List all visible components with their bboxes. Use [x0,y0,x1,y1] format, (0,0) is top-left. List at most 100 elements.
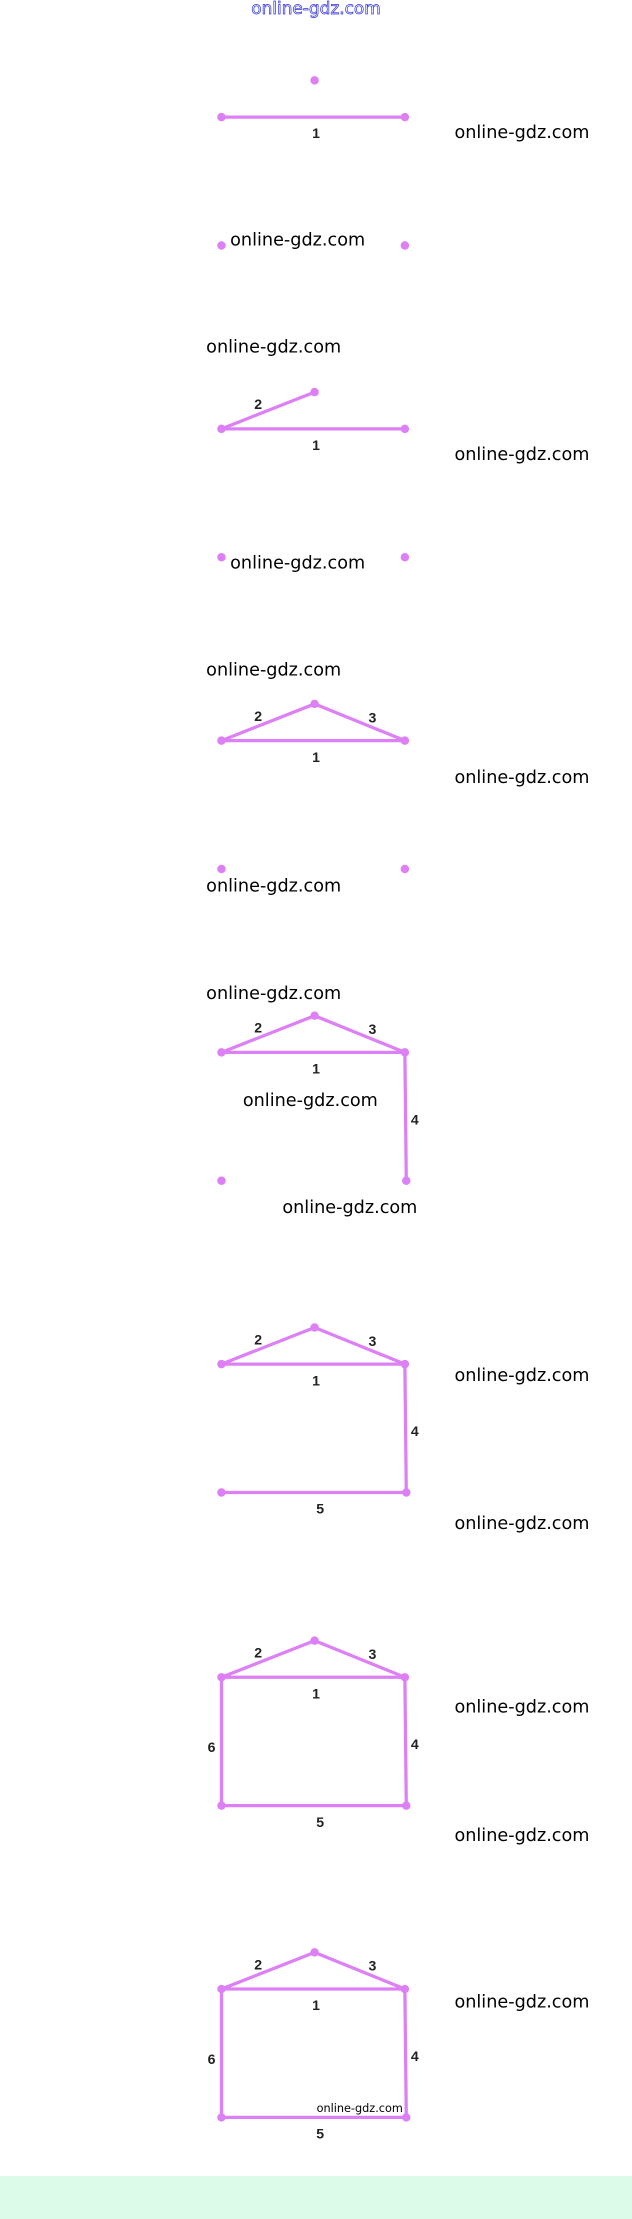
watermark-text: online-gdz.com [206,338,341,358]
point-br [402,1176,411,1185]
watermark-text: online-gdz.com [454,1992,589,2012]
point-top [310,1011,319,1020]
segment-label-3: 3 [369,709,377,725]
watermark-text: online-gdz.com [282,1198,417,1218]
segment-4 [403,1675,408,1808]
point-left [217,1048,226,1057]
watermark-text: online-gdz.com [206,877,341,897]
watermark-text: online-gdz.com [454,1826,589,1846]
point-right [400,241,410,250]
segment-2 [219,1014,317,1054]
point-br [402,1801,411,1810]
segment-label-4: 4 [411,2048,419,2064]
segment-label-2: 2 [254,1020,262,1036]
point-right [400,1984,410,1994]
point-left [217,552,226,562]
segment-label-3: 3 [369,1333,377,1349]
segment-4 [403,1987,408,2120]
segment-label-2: 2 [254,708,262,724]
point-top [310,76,319,85]
segment-label-4: 4 [411,1423,419,1439]
header-watermark: online-gdz.com [251,0,381,18]
watermark-text: online-gdz.com [230,554,365,574]
point-right [400,1359,410,1369]
watermark-text: online-gdz.com [206,984,341,1004]
diagram-step-2 [217,241,410,250]
point-right [400,112,410,122]
diagram-step-6 [217,864,410,874]
point-right [400,864,410,874]
watermark-text: online-gdz.com [454,1366,589,1386]
point-bl [217,1801,226,1810]
diagram-step-7: 1 2 3 4 [217,1011,419,1185]
watermark-text: online-gdz.com [206,661,341,681]
watermark-text: online-gdz.com [454,123,589,143]
segment-label-5: 5 [316,1501,324,1517]
point-right [400,1673,410,1682]
segment-4 [403,1050,408,1183]
segment-label-1: 1 [312,749,320,765]
watermark-text: online-gdz.com [243,1091,378,1111]
point-br [402,2113,411,2122]
segment-3 [312,1014,407,1054]
diagram-step-5: 1 2 3 [217,699,410,765]
segment-label-2: 2 [254,1331,262,1347]
point-right [400,424,410,434]
point-left [217,736,226,745]
segment-2 [219,390,317,431]
segment-label-4: 4 [411,1111,419,1127]
segment-3 [312,1325,407,1366]
segment-3 [312,1638,407,1679]
point-left [217,1984,226,1994]
point-top [310,699,319,709]
watermark-text: online-gdz.com [454,1514,589,1534]
segment-label-1: 1 [312,1997,320,2013]
point-br [402,1488,411,1497]
point-right [400,736,410,745]
point-left [217,241,226,250]
segment-3 [312,702,407,743]
segment-4 [403,1362,408,1495]
segment-label-1: 1 [312,1685,320,1701]
segment-label-3: 3 [369,1646,377,1662]
point-top [310,1636,319,1645]
segment-label-1: 1 [312,1061,320,1077]
segment-label-5: 5 [316,2126,324,2142]
point-left [217,424,226,434]
point-right [400,1048,410,1057]
point-bl [217,2113,226,2122]
segment-2 [219,1950,317,1991]
watermark-text: online-gdz.com [454,1698,589,1718]
point-left [217,112,226,122]
watermark-text: online-gdz.com [454,768,589,788]
point-bl [217,1488,226,1497]
watermark-text-small: online-gdz.com [317,2102,403,2115]
segment-label-1: 1 [312,1372,320,1388]
diagram-step-1: 1 [217,76,410,141]
point-left [217,1359,226,1369]
segment-label-6: 6 [208,1739,216,1755]
watermark-text: online-gdz.com [454,445,589,465]
point-bl [217,1176,226,1185]
point-top [310,387,319,397]
watermark-text: online-gdz.com [230,230,365,250]
segment-label-6: 6 [208,2051,216,2067]
segment-label-2: 2 [254,1956,262,1972]
segment-label-1: 1 [312,437,320,453]
diagram-step-8: 1 2 3 4 5 [217,1323,419,1517]
segment-label-2: 2 [254,1645,262,1661]
point-top [310,1323,319,1332]
point-top [310,1948,319,1957]
segment-label-4: 4 [411,1736,419,1752]
segment-2 [219,1638,317,1679]
segment-label-5: 5 [316,1814,324,1830]
segment-2 [219,1325,317,1366]
segment-label-3: 3 [369,1021,377,1037]
segment-3 [312,1950,407,1991]
diagram-step-4 [217,552,410,562]
point-left [217,1673,226,1682]
diagram-step-9: 1 2 3 4 5 6 [208,1636,419,1830]
point-right [400,552,410,562]
